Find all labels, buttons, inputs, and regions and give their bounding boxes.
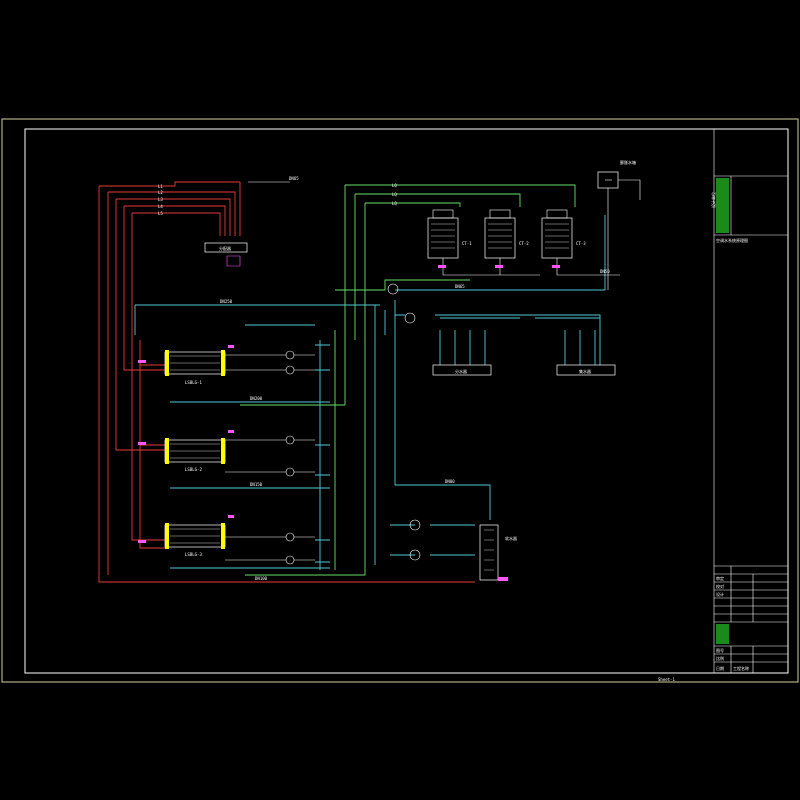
svg-text:DN65: DN65 [289,176,299,181]
cooling-tower-3 [541,209,573,259]
pipe-size-2: DN200 [250,396,263,401]
manifold-supply [432,364,492,376]
chiller-1-label: LSBLG-1 [185,380,202,385]
date-label: 日期 [716,665,724,671]
condenser-pumps [387,283,416,324]
chiller-3 [164,523,226,549]
pipe-label-l1: L1 [158,184,163,189]
outer-frame [1,118,799,683]
pipe-size-4: DN100 [255,576,268,581]
cooling-tower-3-label: CT-3 [576,241,586,246]
check-label: 校对 [716,583,724,589]
cooling-tower-2-label: CT-2 [519,241,529,246]
pipe-size-3: DN150 [250,482,263,487]
softener [409,519,508,581]
company-label: 设计单位 [710,192,716,208]
pipe-label-lq-3: LQ [392,201,397,206]
pipe-size-6: DN65 [455,284,465,289]
chiller-2 [164,438,226,464]
chiller-1 [164,350,226,376]
drawing-no-label: 图号 [716,647,724,653]
pipe-label-lq-1: LQ [392,183,397,188]
condenser-pipes [240,184,576,576]
pipe-size-5: DN80 [445,479,455,484]
softener-label: 软水器 [505,535,517,541]
pipe-label-l5: L5 [158,211,163,216]
project-label: 工程名称 [733,665,749,671]
chiller-pumps [225,350,315,565]
title-block [713,129,788,673]
approval-label: 审定 [716,575,724,581]
expansion-tank [597,171,641,290]
page-label: Sheet-1 [658,677,675,682]
cooling-tower-1-label: CT-1 [462,241,472,246]
inner-frame [24,128,789,674]
expansion-tank-label: 膨胀水箱 [620,159,636,165]
manifold-return-label: 集水器 [579,368,591,374]
pipe-label-l2: L2 [158,190,163,195]
manifold-supply-label: 分水器 [455,368,467,374]
cooling-tower-2 [484,209,516,259]
design-label: 设计 [716,591,724,597]
pipe-size-1: DN250 [220,299,233,304]
pipe-size-7: DN50 [600,269,610,274]
chiller-2-label: LSBLG-2 [185,467,202,472]
top-header-label: 分配器 [219,245,231,251]
drawing-title: 空调水系统原理图 [716,237,748,243]
pipe-label-lq-2: LQ [392,192,397,197]
pipe-label-l3: L3 [158,197,163,202]
chiller-3-label: LSBLG-3 [185,552,202,557]
top-header [204,242,248,253]
pipe-label-l4: L4 [158,204,163,209]
scale-label: 比例 [716,655,724,661]
cooling-pipes [134,215,606,570]
supply-pipes [98,181,475,583]
manifold-return [556,364,616,376]
cooling-tower-1 [427,209,459,259]
